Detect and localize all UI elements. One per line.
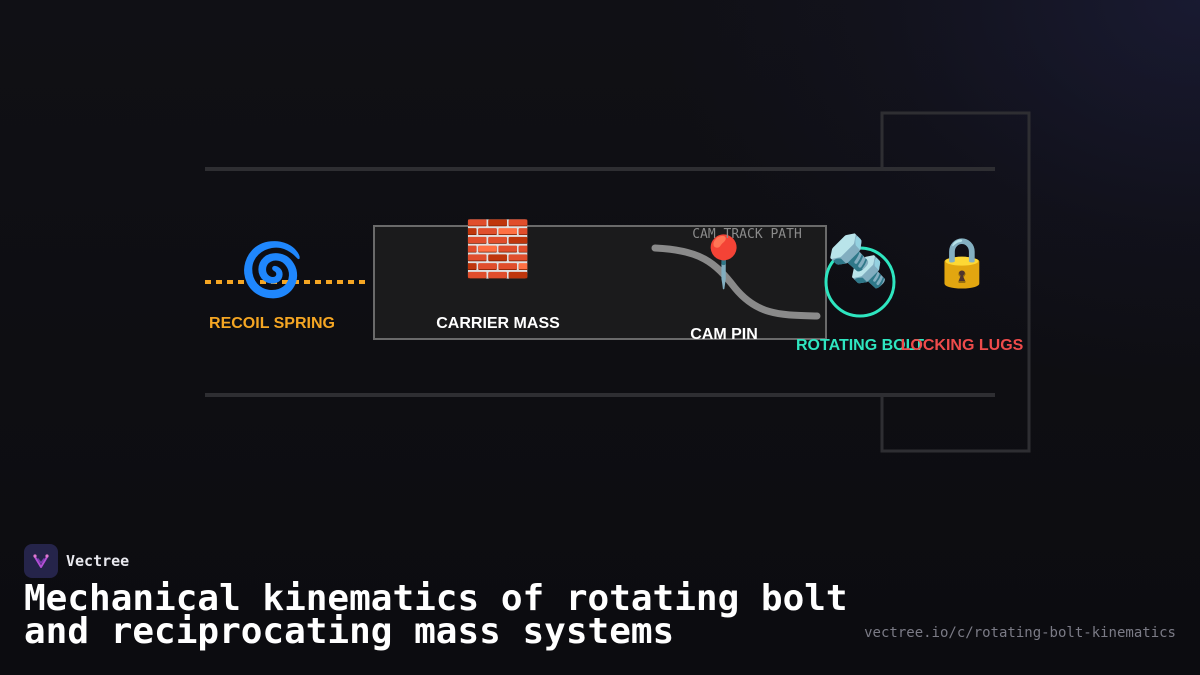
page-title-line-1: Mechanical kinematics of rotating bolt [24,578,848,619]
page-title: Mechanical kinematics of rotating bolt a… [24,578,848,652]
cam-pin-icon: 📍 [693,233,755,290]
carrier-box [373,225,827,340]
barrel-extension-outline [880,111,1031,453]
brand-name: Vectree [66,552,130,570]
carrier-mass-icon: 🧱 [464,218,531,279]
rotating-bolt-icon: 🔩 [827,232,889,289]
carrier-mass-label: CARRIER MASS [436,315,560,332]
locking-lugs-label: LOCKING LUGS [901,337,1024,354]
recoil-spring-icon: 🌀 [240,239,305,300]
cam-track-path-label: CAM TRACK PATH [692,227,802,242]
cam-track-path [651,244,821,320]
rotating-bolt-ring [824,246,896,318]
source-url: vectree.io/c/rotating-bolt-kinematics [864,625,1176,641]
page-title-line-2: and reciprocating mass systems [24,611,675,652]
locking-lugs-icon: 🔒 [932,237,992,290]
recoil-spring-label: RECOIL SPRING [209,315,335,332]
vectree-logo-icon [24,544,58,578]
brand: Vectree [24,544,129,578]
cam-pin-label: CAM PIN [690,326,758,343]
rotating-bolt-label: ROTATING BOLT [796,337,924,354]
